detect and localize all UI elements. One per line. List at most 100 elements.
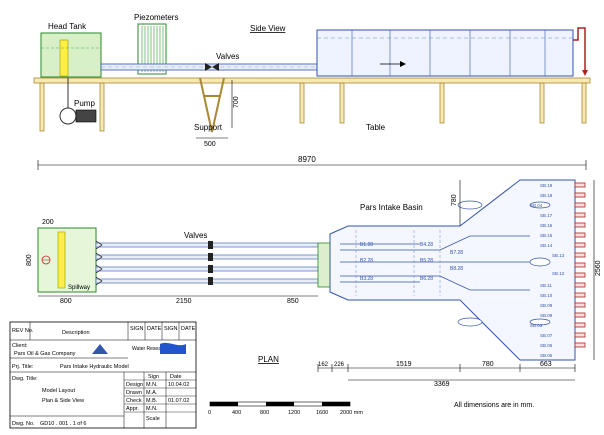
dim-200: 200 [42, 219, 54, 226]
basin-label-8: B8.28 [450, 266, 463, 272]
tb-dwg-title-2: Plan & Side View [42, 398, 84, 404]
basin-label-5: B5.28 [420, 258, 433, 264]
tb-design-date: 10.04.02 [168, 382, 189, 388]
tb-check-label: Check [126, 398, 142, 404]
dim-1519: 1519 [396, 361, 412, 368]
inlet-label-2: SB.18 [540, 193, 553, 198]
dim-780-top: 780 [451, 194, 458, 206]
tb-appr-label: Appr. [126, 406, 139, 412]
dim-2150: 2150 [176, 298, 192, 305]
inlet-label-3: SB.17 [540, 213, 553, 218]
inlet-label-11: SB.09 [540, 303, 553, 308]
tb-dwg-no-label: Dwg. No. [12, 421, 35, 427]
spillway-label: Spillway [68, 285, 90, 291]
table-top [33, 77, 591, 84]
dim-500: 500 [204, 141, 216, 148]
side-view-title: Side View [250, 24, 286, 33]
support-frame [199, 77, 225, 133]
basin-label-3: B3.28 [360, 276, 373, 282]
tb-drawn-sign: M.A. [146, 390, 158, 396]
outlet-pipe [573, 27, 586, 70]
dim-8970: 8970 [298, 155, 316, 164]
scale-tick-0: 0 [208, 410, 211, 416]
inlet-label-1: SB.19 [540, 183, 553, 188]
dim-663: 663 [540, 361, 552, 368]
tb-col-h2: DATE [147, 326, 162, 332]
dimensions-note: All dimensions are in mm. [454, 402, 534, 409]
inlet-label-5: SB.15 [540, 233, 553, 238]
tb-prj-value: Pars Intake Hydraulic Model [60, 364, 129, 370]
basin-label-7: B7.28 [450, 250, 463, 256]
inlet-label-6: SB.14 [540, 243, 553, 248]
basin-label-1: B1.28 [360, 242, 373, 248]
tb-check-date: 01.07.02 [168, 398, 189, 404]
tb-col-h3: SIGN [164, 326, 177, 332]
basin-label: Pars Intake Basin [360, 203, 423, 212]
tb-water-center: Water Research Center [132, 346, 185, 352]
dim-226: 226 [334, 362, 345, 368]
side-view: Head Tank Piezometers Side View Valves [33, 13, 591, 148]
valve-icon [205, 63, 219, 71]
dim-162: 162 [318, 362, 329, 368]
basin-plan [329, 179, 576, 361]
inlet-label-10: SB.10 [540, 293, 553, 298]
tb-scale-label: Scale [146, 416, 160, 422]
pump-body [59, 107, 77, 125]
head-tank-plan [37, 227, 97, 293]
scale-tick-5: 2000 mm [340, 410, 363, 416]
basin-label-6: B6.28 [420, 276, 433, 282]
tb-client-label: Client: [12, 343, 28, 349]
dim-800-horizontal: 800 [60, 298, 72, 305]
inlet-label-4: SB.16 [540, 223, 553, 228]
head-tank [40, 32, 102, 78]
scale-bar: 0 400 800 1200 1600 2000 mm [208, 401, 363, 416]
inlet-label-17: SB.03 [530, 323, 543, 328]
basin-side [316, 29, 574, 77]
tb-design-sign: M.N. [146, 382, 158, 388]
tb-logo: Water Research Center [92, 342, 186, 354]
basin-label-4: B4.28 [420, 242, 433, 248]
pump-motor [75, 109, 97, 123]
valves-plan-label: Valves [184, 231, 207, 240]
support-label: Support [194, 123, 223, 132]
tb-prj-label: Prj. Title: [12, 364, 34, 370]
tb-dwg-title-label: Dwg. Title: [12, 376, 38, 382]
table-label: Table [366, 123, 386, 132]
tb-description-header: Description [62, 330, 90, 336]
scale-tick-4: 1600 [316, 410, 328, 416]
valves-top-label: Valves [216, 52, 239, 61]
plan-title: PLAN [258, 355, 279, 364]
tb-client-value: Pars Oil & Gas Company [14, 351, 76, 357]
tb-dwg-title-1: Model Layout [42, 388, 75, 394]
inlet-label-13: SB.07 [540, 333, 553, 338]
scale-tick-2: 800 [260, 410, 269, 416]
tb-appr-sign: M.N. [146, 406, 158, 412]
tb-col-h4: DATE [181, 326, 196, 332]
inlet-label-16: SB.04 [530, 203, 543, 208]
inlet-label-9: SB.11 [540, 283, 552, 288]
inlet-label-7: SB.13 [552, 253, 565, 258]
title-block: REV No. Description SIGN DATE SIGN DATE … [9, 321, 197, 429]
head-tank-weir [59, 39, 69, 77]
inlet-label-12: SB.08 [540, 313, 553, 318]
plan-view: 8970 200 800 Spillway 800 Valves [26, 155, 602, 409]
tb-col-h1: SIGN [130, 326, 143, 332]
tb-sign-header: Sign [148, 374, 159, 380]
scale-tick-1: 400 [232, 410, 241, 416]
tb-drawn-label: Drawn [126, 390, 142, 396]
inlet-label-15: SB.05 [540, 353, 553, 358]
tb-check-sign: M.B. [146, 398, 158, 404]
tb-date-header: Date [170, 374, 182, 380]
dim-800-vertical: 800 [26, 254, 33, 266]
dim-780-bottom: 780 [482, 361, 494, 368]
dim-850: 850 [287, 298, 299, 305]
tb-dwg-no-value: GD10 . 001 . 1 of 6 [40, 421, 86, 427]
inlet-label-8: SB.12 [552, 271, 565, 276]
dim-700: 700 [233, 96, 240, 108]
scale-tick-3: 1200 [288, 410, 300, 416]
plan-pipes [95, 240, 319, 286]
dim-3369: 3369 [434, 381, 450, 388]
tb-design-label: Design [126, 382, 143, 388]
